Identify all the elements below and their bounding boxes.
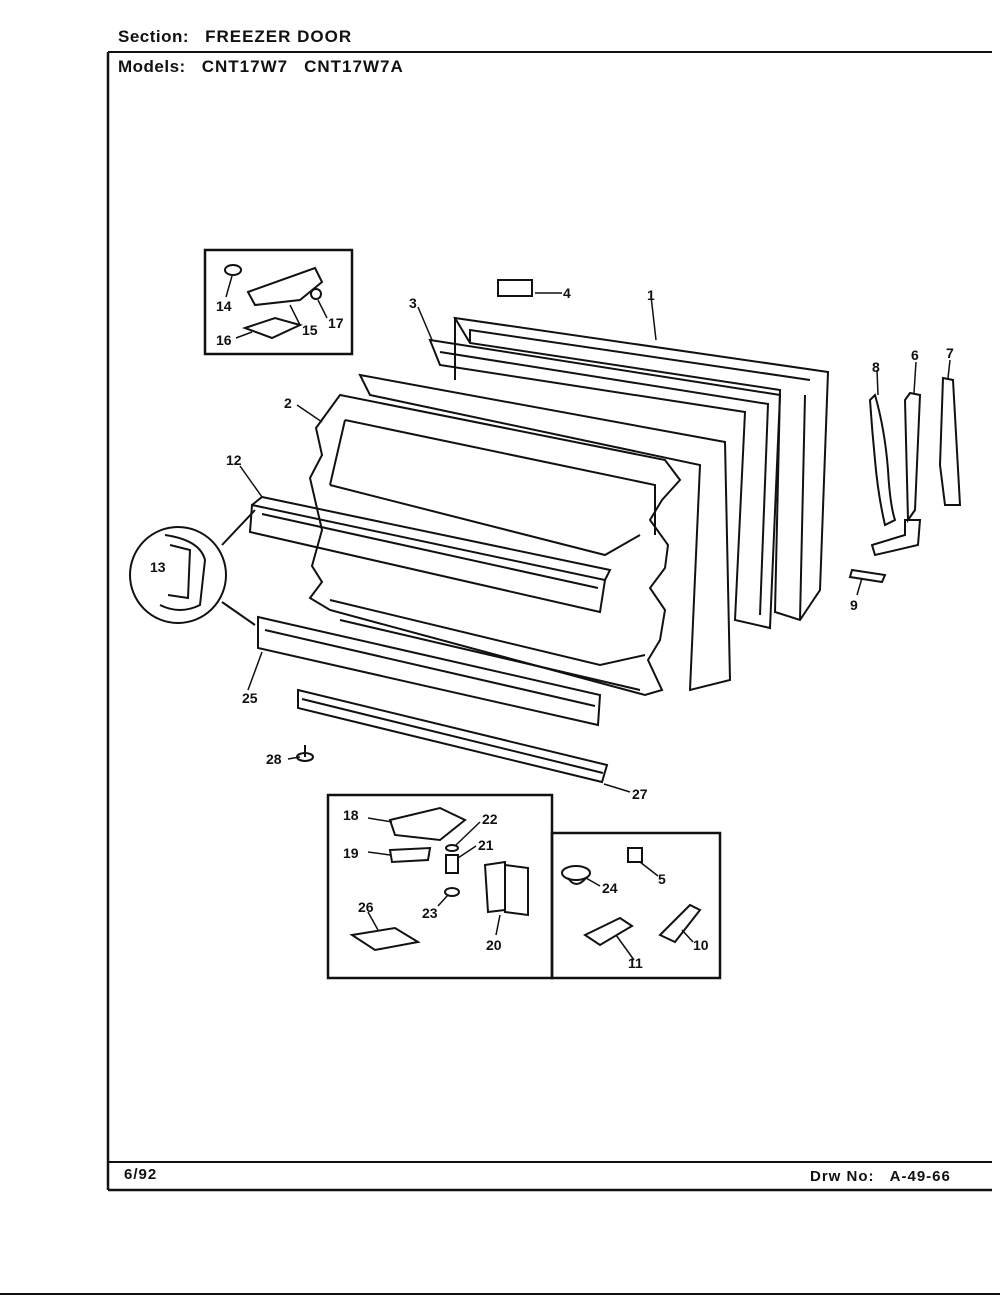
callout-9: 9 — [850, 597, 858, 613]
door-gasket — [428, 338, 782, 630]
screw-28 — [296, 745, 314, 762]
callout-13: 13 — [150, 559, 166, 575]
callout-25: 25 — [242, 690, 258, 706]
drawing-number: A-49-66 — [889, 1168, 951, 1185]
callout-12: 12 — [226, 452, 242, 468]
callout-1: 1 — [647, 287, 655, 303]
callout-28: 28 — [266, 751, 282, 767]
bottom-hinge-parts — [349, 806, 529, 952]
callout-18: 18 — [343, 807, 359, 823]
outer-door-panel — [453, 316, 830, 622]
model-2: CNT17W7A — [304, 57, 404, 76]
callout-8: 8 — [872, 359, 880, 375]
callout-21: 21 — [478, 837, 494, 853]
callout-15: 15 — [302, 322, 318, 338]
section-label: Section: — [118, 27, 190, 46]
shelf-retainer — [297, 688, 609, 784]
small-parts-inset — [550, 831, 722, 980]
models-label: Models: — [118, 57, 186, 76]
callout-6: 6 — [911, 347, 919, 363]
bottom-hinge-inset — [326, 793, 554, 980]
drawing-label: Drw No: — [810, 1168, 875, 1185]
shelf-end-cap-detail — [129, 509, 256, 626]
footer-drawing: Drw No: A-49-66 — [810, 1168, 951, 1185]
callout-3: 3 — [409, 295, 417, 311]
models-line: Models: CNT17W7 CNT17W7A — [118, 57, 404, 77]
callout-20: 20 — [486, 937, 502, 953]
small-parts — [561, 847, 702, 947]
callout-7: 7 — [946, 345, 954, 361]
lower-shelf — [257, 615, 602, 727]
callout-23: 23 — [422, 905, 438, 921]
part-number-labels: 1 2 3 4 5 6 7 8 9 10 11 12 13 14 15 16 1… — [150, 285, 954, 971]
callout-5: 5 — [658, 871, 666, 887]
callout-2: 2 — [284, 395, 292, 411]
footer-date: 6/92 — [124, 1166, 158, 1183]
inner-door-liner — [308, 373, 732, 697]
callout-22: 22 — [482, 811, 498, 827]
callout-10: 10 — [693, 937, 709, 953]
model-1: CNT17W7 — [201, 57, 289, 76]
callout-26: 26 — [358, 899, 374, 915]
door-shelf — [248, 495, 612, 614]
nameplate — [497, 279, 533, 297]
callout-4: 4 — [563, 285, 571, 301]
top-hinge-inset — [203, 248, 354, 356]
handle-assembly — [848, 376, 962, 584]
callout-16: 16 — [216, 332, 232, 348]
section-line: Section: FREEZER DOOR — [118, 27, 352, 47]
callout-24: 24 — [602, 880, 618, 896]
section-value: FREEZER DOOR — [205, 27, 353, 46]
callout-14: 14 — [216, 298, 232, 314]
callout-19: 19 — [343, 845, 359, 861]
callout-17: 17 — [328, 315, 344, 331]
callout-11: 11 — [628, 955, 643, 971]
leader-lines — [225, 275, 951, 961]
callout-27: 27 — [632, 786, 648, 802]
top-hinge-parts — [224, 264, 324, 340]
